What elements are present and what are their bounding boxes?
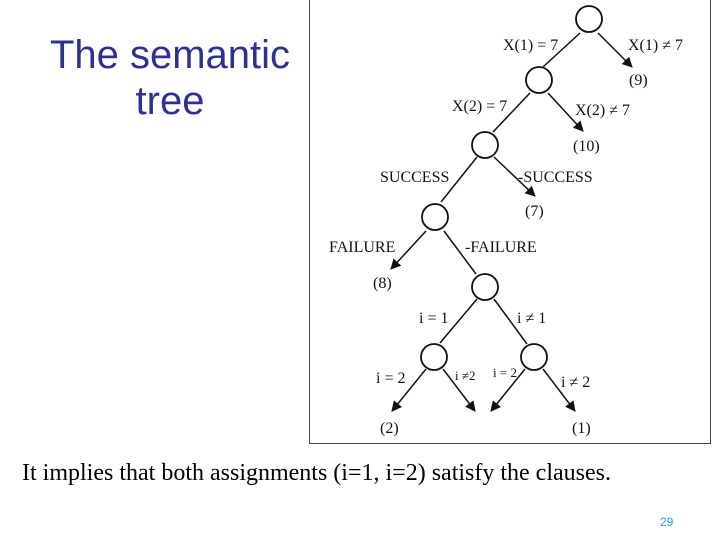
label-success: SUCCESS [380,169,449,186]
page-number: 29 [660,515,674,529]
semantic-tree-diagram: X(1) = 7 X(1) ≠ 7 (9) X(2) = 7 X(2) ≠ 7 … [329,5,683,437]
semantic-tree-figure: X(1) = 7 X(1) ≠ 7 (9) X(2) = 7 X(2) ≠ 7 … [309,0,711,444]
label-x1-neq: X(1) ≠ 7 [628,37,683,54]
edge-right-i2-to-leaf-right-eq [490,368,526,412]
label-x2-eq: X(2) = 7 [452,98,507,115]
slide-title: The semantic tree [20,32,320,124]
label-leaf-9: (9) [629,72,648,89]
label-not-failure: -FAILURE [465,239,537,256]
edge-i-to-i2-left-node [439,298,478,344]
label-leaf-2: (2) [380,420,399,437]
edge-left-i2-to-leaf-left-neq [442,368,476,412]
tree-node-i2-right [520,343,548,371]
tree-node-i2-left [420,343,448,371]
tree-node-failure [421,203,449,231]
slide-caption: It implies that both assignments (i=1, i… [22,460,611,486]
label-i-eq-2-left: i = 2 [376,370,405,387]
label-x2-neq: X(2) ≠ 7 [575,102,630,119]
label-i-neq-2-left: i ≠2 [455,368,476,383]
label-leaf-10: (10) [573,138,600,155]
tree-node-i [471,273,499,301]
label-i-neq-1: i ≠ 1 [517,310,546,327]
edge-root-to-x2-node [542,32,581,68]
edge-failure-to-leaf-8 [390,230,427,270]
edge-x2-to-leaf-10 [547,92,584,132]
edge-i-to-i2-right-node [493,298,528,345]
label-i-neq-2-right: i ≠ 2 [561,374,590,391]
tree-node-success [471,131,499,159]
tree-node-x2 [525,66,553,94]
edge-left-i2-to-leaf-2 [391,368,427,412]
label-leaf-8: (8) [373,275,392,292]
edge-root-to-leaf-9 [597,32,633,68]
label-i-eq-1: i = 1 [419,310,448,327]
title-line-2: tree [135,79,205,123]
label-leaf-1: (1) [572,420,591,437]
label-leaf-7: (7) [525,203,544,220]
label-failure: FAILURE [329,239,395,256]
edge-failure-to-i-node [443,230,477,275]
label-not-success: -SUCCESS [518,169,593,186]
title-line-1: The semantic [49,33,291,77]
edge-success-to-failure-node [440,156,478,203]
edge-right-i2-to-leaf-1 [542,368,576,412]
label-i-eq-2-right: i = 2 [493,365,517,380]
label-x1-eq: X(1) = 7 [503,37,558,54]
tree-node-root [575,5,603,33]
edge-x2-to-success-node [492,92,531,133]
edge-success-to-leaf-7 [493,156,536,197]
